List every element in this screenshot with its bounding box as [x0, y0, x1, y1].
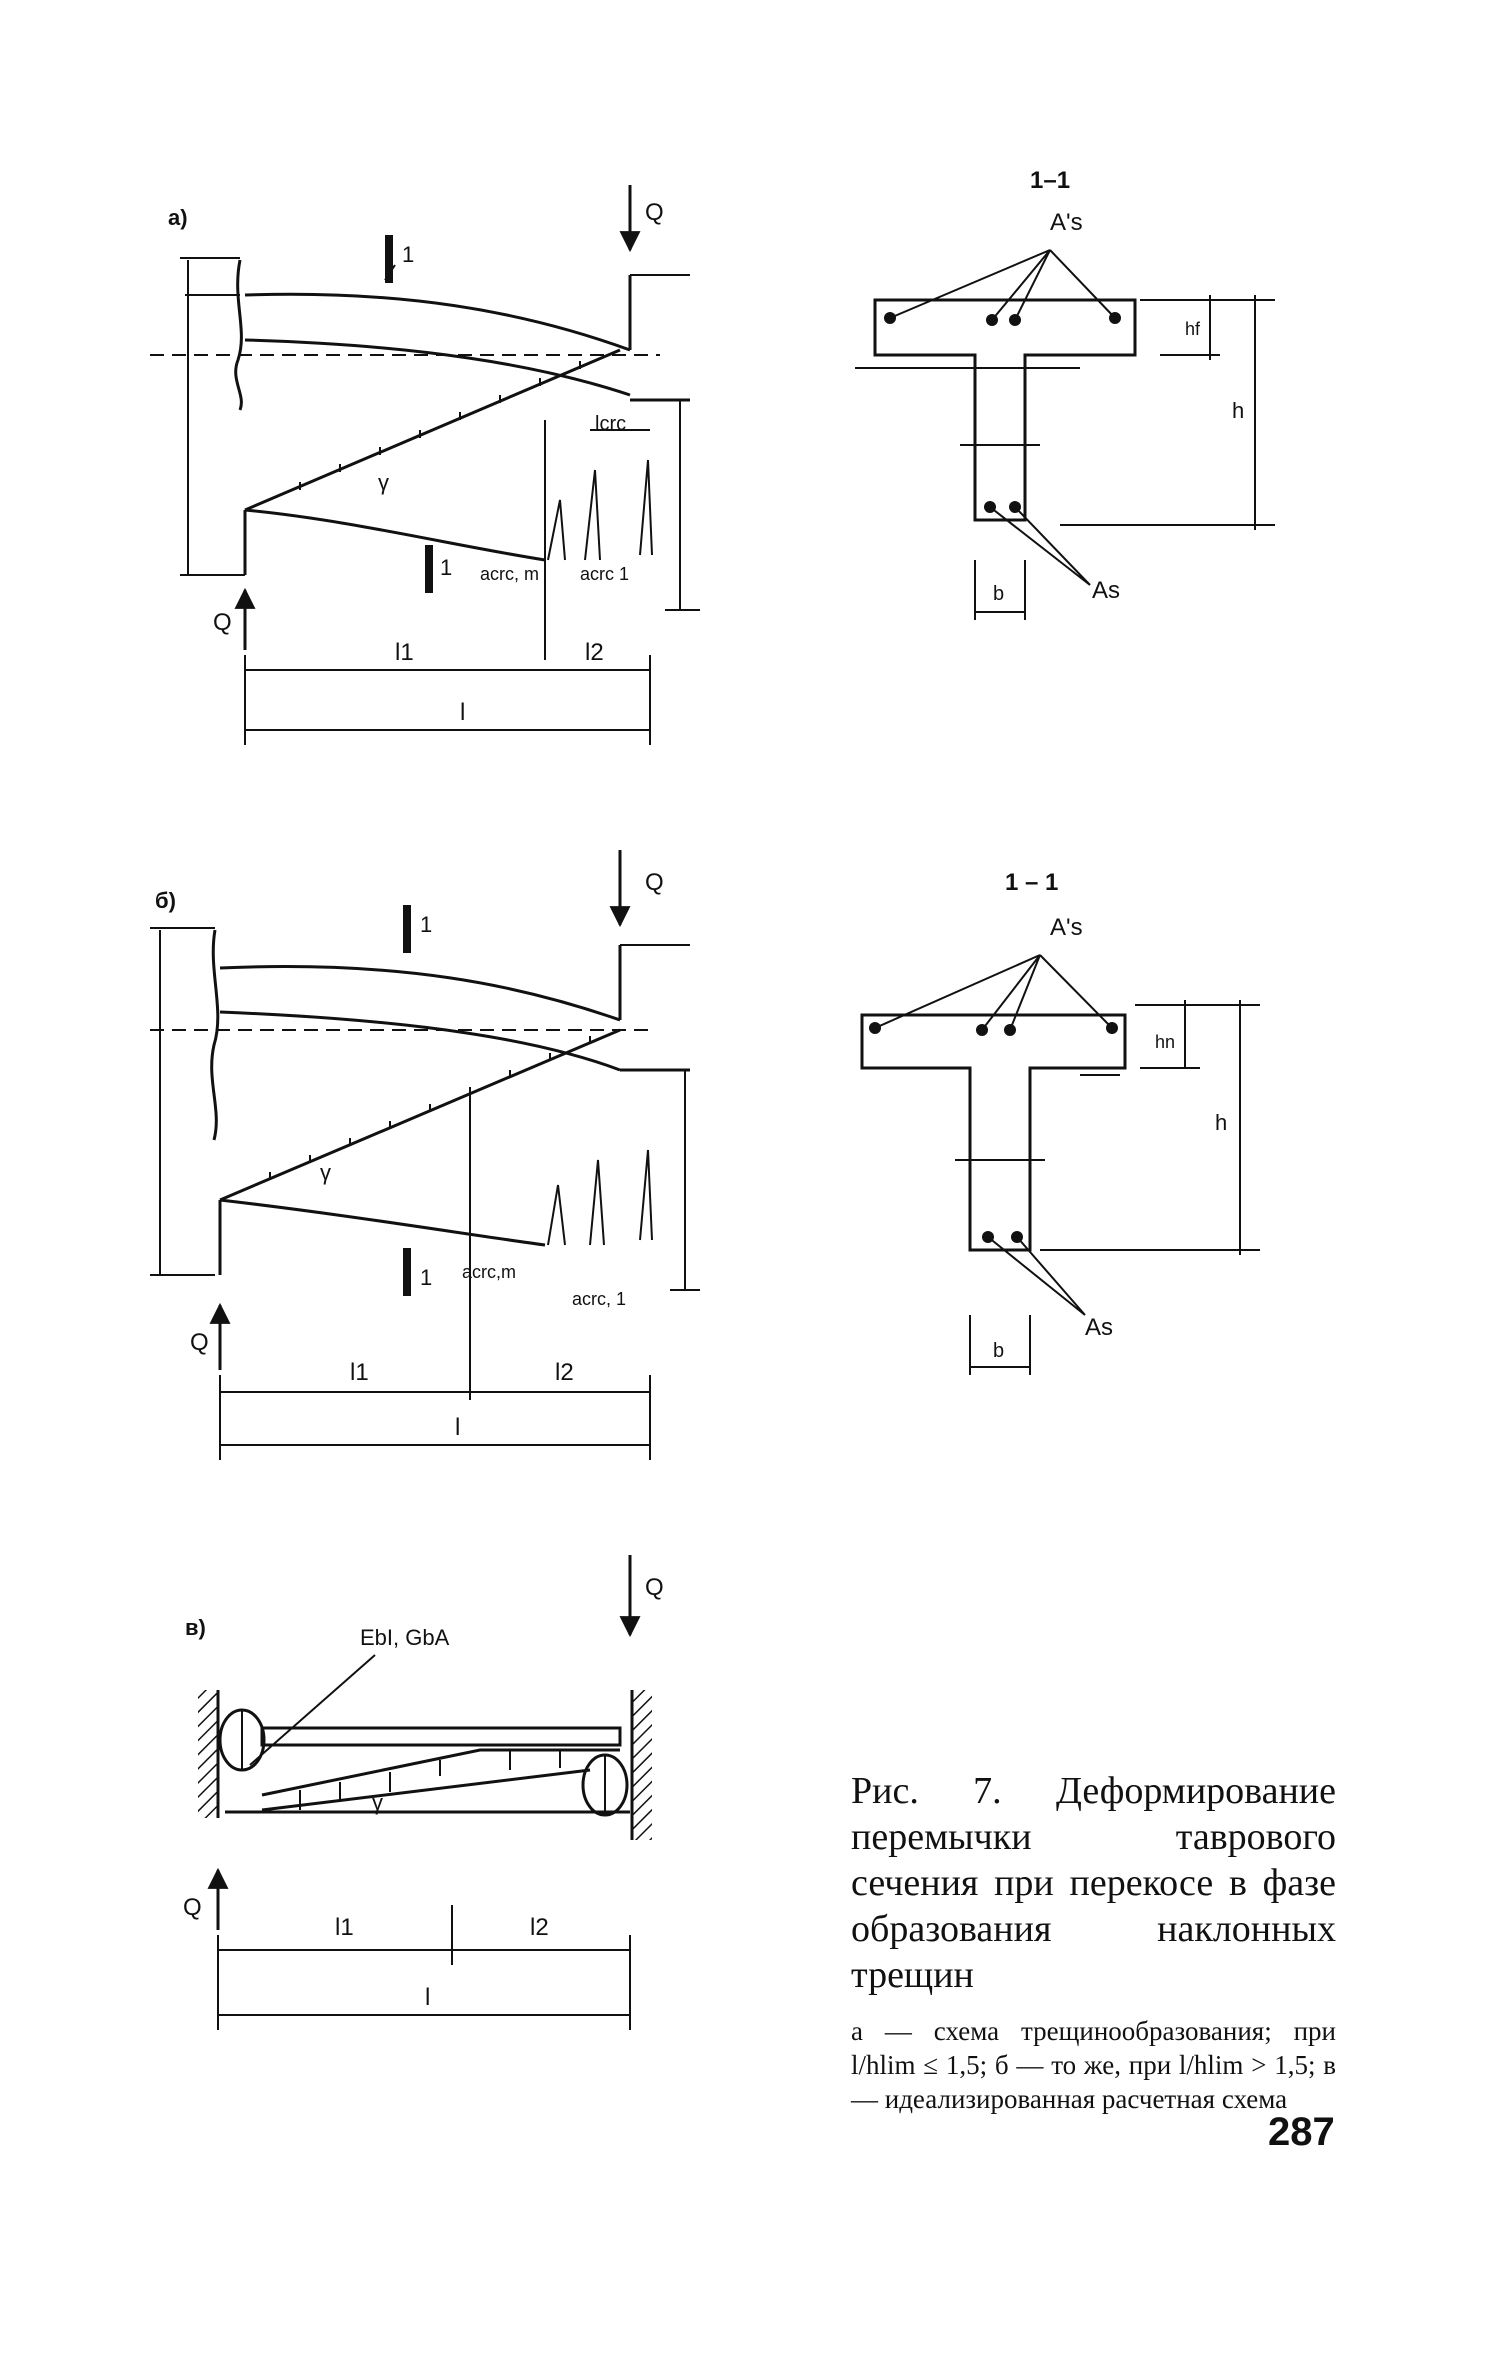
panel-c-l: l	[425, 1984, 430, 2011]
panel-b-diagram: б) Q 1 γ 1 acrc,m acrc, 1 Q l1 l2	[150, 850, 700, 1460]
panel-a-load-top: Q	[645, 199, 664, 226]
panel-a-letter: а)	[168, 205, 188, 230]
section-b-hf: hn	[1155, 1032, 1175, 1052]
section-b-h: h	[1215, 1110, 1227, 1135]
panel-c-l1: l1	[335, 1914, 354, 1941]
section-a-title: 1–1	[1030, 167, 1070, 194]
panel-b-load-top: Q	[645, 869, 664, 896]
panel-c-angle: γ	[372, 1790, 383, 1815]
panel-b-l2: l2	[555, 1359, 574, 1386]
panel-a-l: l	[460, 699, 465, 726]
panel-a-diagram: а) Q 1 lcrc γ 1 acrc, m	[150, 185, 700, 745]
panel-c-l2: l2	[530, 1914, 549, 1941]
panel-c-stiffness: EbI, GbA	[360, 1625, 450, 1650]
panel-b-load-left: Q	[190, 1329, 209, 1356]
panel-b-l1: l1	[350, 1359, 369, 1386]
panel-b-section-mark-top: 1	[420, 912, 432, 937]
panel-a-section-mark-top: 1	[402, 242, 414, 267]
section-a-hf: hf	[1185, 319, 1201, 339]
panel-b-section-mark-bottom: 1	[420, 1265, 432, 1290]
panel-a-acrc-1: acrc 1	[580, 564, 629, 584]
panel-b-acrc-m: acrc,m	[462, 1262, 516, 1282]
panel-a-angle: γ	[378, 470, 389, 495]
caption-legend: а — схема трещинообразования; при l/hlim…	[851, 2016, 1336, 2114]
section-a-h: h	[1232, 398, 1244, 423]
panel-a-l2: l2	[585, 639, 604, 666]
section-a-b: b	[993, 583, 1004, 605]
panel-c-letter: в)	[185, 1615, 206, 1640]
panel-c-load-top: Q	[645, 1574, 664, 1601]
panel-c-diagram: в) Q EbI, GbA γ Q l1 l2 l	[183, 1555, 664, 2030]
panel-b-acrc-1: acrc, 1	[572, 1289, 626, 1309]
caption-title: Рис. 7. Деформирование перемычки таврово…	[851, 1770, 1336, 1996]
panel-b-l: l	[455, 1414, 460, 1441]
section-a-as-top: A's	[1050, 209, 1083, 236]
panel-a-load-left: Q	[213, 609, 232, 636]
panel-c-load-left: Q	[183, 1894, 202, 1921]
section-b-b: b	[993, 1340, 1004, 1362]
panel-a-acrc-m: acrc, m	[480, 564, 539, 584]
panel-b-letter: б)	[155, 888, 176, 913]
section-b-diagram: 1 – 1 A's As h hn b	[860, 869, 1260, 1375]
panel-a-section-mark-bottom: 1	[440, 555, 452, 580]
section-b-title: 1 – 1	[1005, 869, 1058, 896]
panel-a-l1: l1	[395, 639, 414, 666]
section-b-as-bottom: As	[1085, 1314, 1113, 1341]
section-a-as-bottom: As	[1092, 577, 1120, 604]
panel-a-lcrc-label: lcrc	[595, 413, 626, 435]
panel-b-angle: γ	[320, 1160, 331, 1185]
figure-caption: Рис. 7. Деформирование перемычки таврово…	[851, 1768, 1336, 2116]
page-number: 287	[1268, 2110, 1335, 2154]
section-a-diagram: 1–1 A's As h hf b	[855, 167, 1275, 620]
section-b-as-top: A's	[1050, 914, 1083, 941]
